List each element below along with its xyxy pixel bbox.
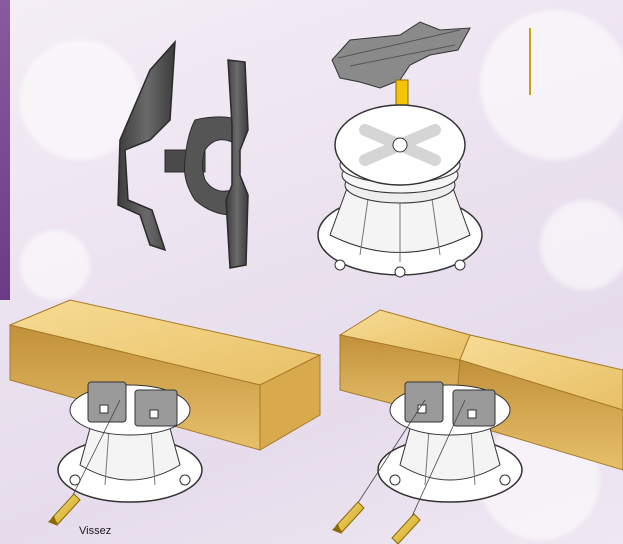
screw-instruction-label: Vissez xyxy=(79,525,112,537)
clip-closeup-illustration xyxy=(117,39,249,269)
single-joist-illustration xyxy=(8,299,322,526)
bokeh-light xyxy=(540,200,623,290)
left-purple-stripe xyxy=(0,0,10,300)
double-joist-illustration xyxy=(332,309,623,544)
pedestal-with-clip-illustration xyxy=(317,21,483,278)
bokeh-light xyxy=(480,10,623,160)
bokeh-light xyxy=(20,230,90,300)
